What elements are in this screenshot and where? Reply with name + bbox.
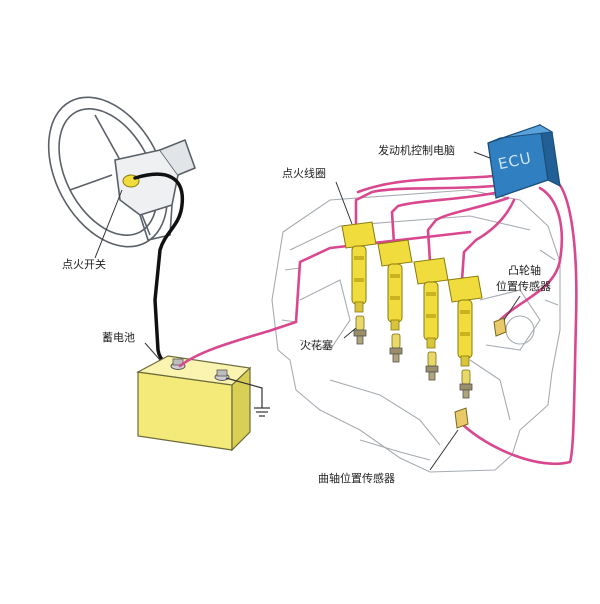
ignition-switch-label: 点火开关 bbox=[62, 258, 106, 271]
ignition-coil-3 bbox=[413, 257, 449, 349]
steering-wheel bbox=[47, 96, 197, 248]
crank-position-sensor bbox=[454, 407, 469, 429]
ignition-switch-pointer bbox=[94, 189, 123, 259]
crank-sensor-pointer bbox=[429, 429, 459, 471]
ignition-coil-1 bbox=[341, 221, 377, 313]
spark-plug-3 bbox=[425, 351, 439, 381]
cam-sensor-label-line2: 位置传感器 bbox=[496, 280, 551, 293]
spark-plug-pointer bbox=[343, 327, 357, 339]
spark-plug-2 bbox=[389, 333, 403, 363]
spark-plugs bbox=[353, 315, 473, 399]
ecu-pointer bbox=[473, 151, 491, 159]
battery-pointer bbox=[144, 342, 161, 361]
ignition-coils bbox=[341, 221, 483, 367]
ignition-coil-pointer bbox=[335, 181, 353, 225]
ignition-coil-2 bbox=[377, 239, 413, 331]
wiring-harness bbox=[178, 174, 578, 466]
ground-symbol bbox=[225, 377, 270, 417]
cam-sensor-label-line1: 凸轮轴 bbox=[508, 264, 541, 277]
ecu-unit bbox=[487, 123, 561, 199]
battery-label: 蓄电池 bbox=[102, 331, 135, 344]
spark-plug-4 bbox=[459, 369, 473, 399]
spark-plug-label: 火花塞 bbox=[300, 339, 333, 352]
cam-sensor-pointer bbox=[503, 295, 521, 321]
battery bbox=[136, 355, 252, 452]
spark-plug-1 bbox=[353, 315, 367, 345]
ignition-coil-label: 点火线圈 bbox=[282, 167, 326, 180]
engine-block bbox=[271, 189, 561, 473]
cam-position-sensor bbox=[493, 317, 507, 337]
crank-sensor-label: 曲轴位置传感器 bbox=[318, 472, 395, 485]
ignition-coil-4 bbox=[447, 275, 483, 367]
ecu-label: 发动机控制电脑 bbox=[378, 144, 455, 157]
